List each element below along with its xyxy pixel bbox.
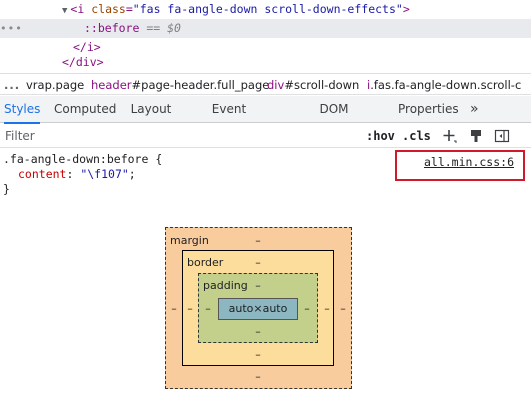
filter-bar: :hov .cls — [0, 124, 531, 148]
property-semicolon: ; — [128, 167, 136, 181]
dom-tree: ▼<i class="fas fa-angle-down scroll-down… — [0, 0, 531, 69]
attr-value: "fas fa-angle-down scroll-down-effects" — [132, 2, 403, 16]
rule-selector[interactable]: .fa-angle-down:before { — [3, 152, 163, 166]
source-highlight-box: all.min.css:6 — [395, 150, 525, 181]
breadcrumb-item-header[interactable]: header#page-header.full_page — [91, 78, 270, 92]
tab-styles[interactable]: Styles — [4, 96, 40, 124]
hover-state-toggle[interactable]: :hov — [366, 129, 395, 143]
filter-input[interactable] — [2, 126, 352, 145]
closing-tag-i: </i> — [73, 40, 101, 54]
class-toggle[interactable]: .cls — [402, 129, 431, 143]
border-left-value[interactable]: – — [187, 302, 193, 315]
breadcrumb-item-wrap-page[interactable]: vrap.page — [26, 78, 85, 92]
margin-top-value[interactable]: – — [255, 234, 261, 247]
breadcrumb-item-i[interactable]: i.fas.fa-angle-down.scroll-c — [367, 78, 522, 92]
property-value[interactable]: "\f107" — [80, 167, 129, 181]
padding-left-value[interactable]: – — [205, 302, 211, 315]
dom-node-div-close[interactable]: </div> — [0, 53, 531, 72]
margin-left-value[interactable]: – — [171, 302, 177, 315]
property-name[interactable]: content — [18, 167, 67, 181]
border-bottom-value[interactable]: – — [255, 348, 261, 361]
plus-icon[interactable] — [440, 127, 458, 145]
property-colon: : — [66, 167, 81, 181]
rule-close-brace: } — [3, 182, 10, 196]
tab-dom-breakpoints[interactable]: DOM Breakpoints — [298, 102, 369, 143]
tab-properties[interactable]: Properties — [398, 102, 459, 116]
paint-bucket-icon[interactable] — [467, 127, 485, 145]
styles-tabbar: Styles Computed Layout Event Listeners D… — [0, 96, 531, 143]
dom-node-i-close[interactable]: </i> — [0, 38, 531, 57]
tab-event-listeners[interactable]: Event Listeners — [202, 102, 257, 143]
tab-computed[interactable]: Computed — [54, 102, 117, 116]
padding-top-value[interactable]: – — [255, 279, 261, 292]
breadcrumb: ... vrap.page header#page-header.full_pa… — [0, 73, 531, 95]
padding-bottom-value[interactable]: – — [255, 325, 261, 338]
margin-label: margin — [170, 234, 209, 247]
box-model-content[interactable]: auto×auto — [218, 298, 298, 320]
tab-layout[interactable]: Layout — [130, 102, 172, 116]
source-link[interactable]: all.min.css:6 — [423, 155, 514, 169]
box-model: margin – – – – border – – – – padding – … — [165, 227, 352, 389]
dom-node-before-pseudo[interactable]: ••• ::before == $0 — [0, 19, 531, 38]
padding-right-value[interactable]: – — [304, 302, 310, 315]
selected-marker: == $0 — [146, 21, 181, 35]
more-tabs-icon[interactable]: » — [470, 101, 479, 117]
node-menu-icon[interactable]: ••• — [0, 22, 23, 35]
tag-open-bracket: < — [70, 2, 78, 16]
dom-node-i[interactable]: ▼<i class="fas fa-angle-down scroll-down… — [0, 0, 531, 19]
tag-close-bracket: > — [402, 2, 410, 16]
breadcrumb-item-scroll-down[interactable]: div#scroll-down — [267, 78, 360, 92]
border-right-value[interactable]: – — [324, 302, 330, 315]
border-label: border — [187, 256, 224, 269]
breadcrumb-overflow-icon[interactable]: ... — [4, 78, 21, 92]
margin-right-value[interactable]: – — [340, 302, 346, 315]
attr-name: class — [91, 2, 126, 16]
pseudo-element: ::before — [84, 21, 140, 35]
padding-label: padding — [203, 279, 248, 292]
margin-bottom-value[interactable]: – — [255, 370, 261, 383]
attr-equals: = — [125, 2, 133, 16]
toggle-sidebar-icon[interactable] — [493, 127, 511, 145]
style-rule: .fa-angle-down:before { content: "\f107"… — [0, 149, 531, 199]
expand-triangle-icon[interactable]: ▼ — [62, 6, 68, 16]
closing-tag-div: </div> — [62, 55, 104, 69]
border-top-value[interactable]: – — [255, 256, 261, 269]
tag-name: i — [77, 2, 85, 16]
rule-declaration[interactable]: content: "\f107"; — [18, 167, 136, 182]
